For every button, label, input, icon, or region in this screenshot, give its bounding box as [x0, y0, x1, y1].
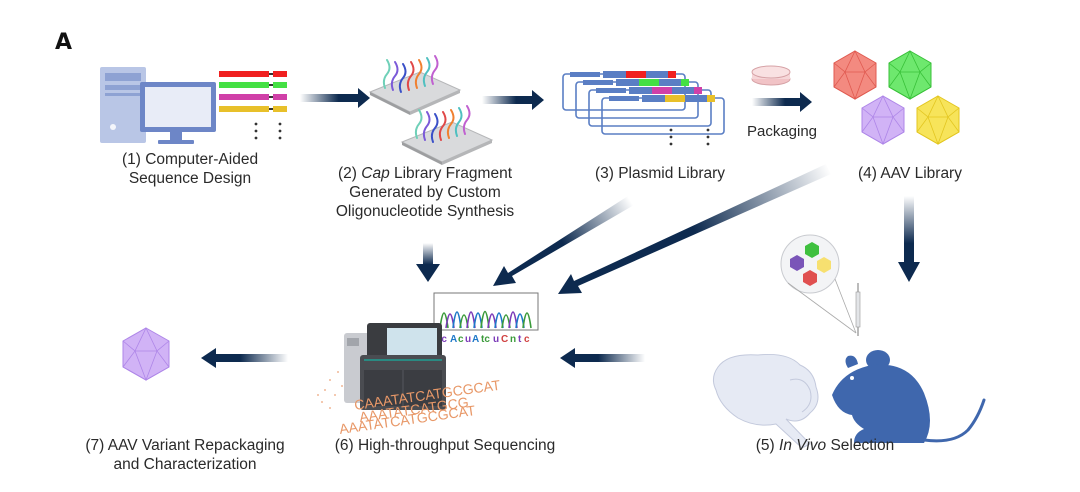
oligo-chip-icon — [368, 55, 462, 115]
svg-text:t: t — [518, 334, 522, 345]
step-3-label: (3) Plasmid Library — [594, 165, 726, 182]
brain-icon — [712, 354, 819, 449]
svg-text:c: c — [524, 334, 530, 345]
svg-text:u: u — [493, 334, 499, 345]
petri-dish-icon — [751, 65, 791, 86]
arrow-2-to-6 — [416, 243, 440, 282]
computer-icon — [100, 67, 216, 144]
svg-text:A: A — [450, 334, 457, 345]
sequence-design-bars — [219, 71, 287, 140]
svg-text:c: c — [458, 334, 464, 345]
sequencer-machine-icon — [344, 323, 446, 410]
capsid-red-icon — [833, 50, 877, 101]
step-4-label: (4) AAV Library — [858, 165, 962, 182]
injection-inset-icon — [780, 234, 857, 334]
svg-text:u: u — [465, 334, 471, 345]
step-1-label: (1) Computer-Aided Sequence Design — [121, 151, 259, 187]
arrow-4-to-5 — [898, 196, 920, 282]
step-2-label: (2) Cap Library Fragment Generated by Cu… — [335, 165, 515, 220]
step-6-label: (6) High-throughput Sequencing — [334, 437, 556, 454]
arrow-1-to-2 — [300, 88, 370, 108]
svg-text:C: C — [501, 334, 508, 345]
oligo-chip-icon — [400, 105, 494, 165]
capsid-green-icon — [888, 50, 932, 101]
arrow-4-to-6 — [558, 164, 831, 294]
panel-letter: A — [55, 30, 73, 55]
arrow-2-to-3 — [482, 90, 544, 110]
arrow-6-to-7 — [201, 348, 288, 368]
step-5-label: (5) In Vivo Selection — [755, 437, 895, 454]
arrow-3-to-6 — [493, 196, 634, 286]
svg-text:tc: tc — [481, 334, 490, 345]
svg-text:n: n — [510, 334, 516, 345]
svg-text:A: A — [472, 334, 479, 345]
step-7-label: (7) AAV Variant Repackaging and Characte… — [85, 437, 285, 473]
arrow-packaging — [752, 92, 812, 112]
capsid-purple-icon — [861, 95, 905, 146]
capsid-yellow-icon — [916, 95, 960, 146]
packaging-label: Packaging — [746, 123, 818, 140]
mouse-icon — [832, 350, 986, 443]
arrow-5-to-6 — [560, 348, 645, 368]
syringe-icon — [855, 283, 861, 336]
capsid-variant-icon — [122, 327, 170, 382]
svg-text:tc: tc — [438, 334, 447, 345]
plasmid-segments — [570, 71, 715, 146]
